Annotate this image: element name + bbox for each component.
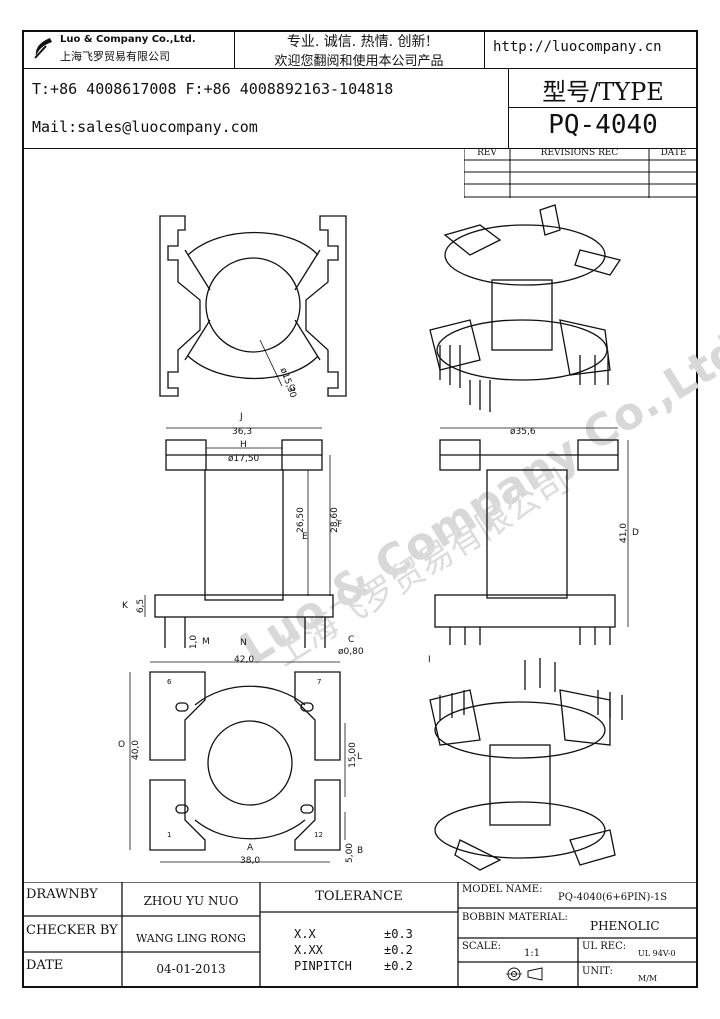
dim-h-2650: 26,50 <box>295 507 306 533</box>
dim-h-65: 6,5 <box>136 598 147 614</box>
front-view <box>144 427 334 648</box>
date-label: DATE <box>26 958 64 973</box>
dim-mark-G: G <box>289 384 296 394</box>
dim-w-420: 42,0 <box>234 655 255 665</box>
divider <box>22 148 698 149</box>
tol2-val: ±0.2 <box>384 943 413 957</box>
bobbin-label: BOBBIN MATERIAL: <box>462 912 568 923</box>
rev-col-header: REV <box>477 148 497 158</box>
revisions-grid <box>463 148 698 198</box>
projection-symbol-icon <box>506 966 546 986</box>
ul-label: UL REC: <box>582 941 627 952</box>
tol1-val: ±0.3 <box>384 927 413 941</box>
dim-h-400: 40,0 <box>131 739 142 761</box>
tol2-key: X.XX <box>294 943 323 957</box>
date-value: 04-01-2013 <box>156 962 226 976</box>
dim-mark-M: M <box>202 637 210 647</box>
type-value: PQ-4040 <box>548 110 658 140</box>
bobbin-value: PHENOLIC <box>590 919 660 933</box>
header: Luo & Company Co.,Ltd. 上海飞罗贸易有限公司 专业. 诚信… <box>22 30 698 150</box>
company-name-cn: 上海飞罗贸易有限公司 <box>60 50 170 63</box>
model-value: PQ-4040(6+6PIN)-1S <box>558 892 668 903</box>
dim-w-380: 38,0 <box>240 856 261 866</box>
bottom-view <box>129 661 346 863</box>
pin-label-12: 12 <box>314 831 323 839</box>
divider <box>234 30 235 68</box>
tol3-key: PINPITCH <box>294 959 352 973</box>
dim-mark-F: F <box>337 520 343 530</box>
revisions-table: REV REVISIONS REC DATE <box>463 148 698 198</box>
top-view <box>159 215 347 397</box>
drawing-frame <box>22 30 698 988</box>
technical-drawings <box>129 204 629 871</box>
drawnby-value: ZHOU YU NUO <box>143 894 239 908</box>
title-block-grid <box>22 882 698 988</box>
dim-mark-E: E <box>302 532 308 542</box>
mail-address[interactable]: Mail:sales@luocompany.com <box>32 118 258 136</box>
dim-pin-10: 1,0 <box>189 634 200 650</box>
iso-view-top <box>429 204 622 412</box>
phone-fax: T:+86 4008617008 F:+86 4008892163-104818 <box>32 80 394 98</box>
tol1-key: X.X <box>294 927 316 941</box>
unit-label: UNIT: <box>582 966 613 977</box>
dim-mark-L: L <box>357 752 363 762</box>
model-label: MODEL NAME: <box>462 884 543 895</box>
divider <box>508 68 509 148</box>
divider <box>484 30 485 68</box>
slogan: 专业. 诚信. 热情. 创新! <box>286 34 432 50</box>
rec-col-header: REVISIONS REC <box>540 148 619 158</box>
dim-mark-C: C <box>348 635 355 645</box>
dim-width-363: 36,3 <box>232 427 253 437</box>
drawnby-label: DRAWNBY <box>26 887 98 902</box>
dim-mark-K: K <box>122 601 128 611</box>
dim-mark-H: H <box>240 440 247 450</box>
tol3-val: ±0.2 <box>384 959 413 973</box>
dim-mark-N: N <box>240 638 247 648</box>
dim-dia-1750: ø17,50 <box>228 454 260 464</box>
dim-mark-D: D <box>632 528 639 538</box>
logo-swoosh-icon <box>34 38 52 59</box>
iso-view-bottom <box>429 658 623 871</box>
ul-value: UL 94V-0 <box>638 949 676 958</box>
divider <box>508 107 698 108</box>
dim-mark-A: A <box>247 843 254 853</box>
type-label: 型号/TYPE <box>542 78 664 106</box>
website-link[interactable]: http://luocompany.cn <box>493 39 662 55</box>
dim-h-410: 41,0 <box>619 522 630 544</box>
date-col-header: DATE <box>660 148 687 158</box>
side-view <box>434 427 629 645</box>
dim-mark-O: O <box>118 740 126 750</box>
scale-label: SCALE: <box>462 941 502 952</box>
title-block: DRAWNBY ZHOU YU NUO CHECKER BY WANG LING… <box>22 882 698 988</box>
company-logo <box>32 36 54 60</box>
pin-label-6: 6 <box>167 678 172 686</box>
dim-mark-I: I <box>428 655 431 665</box>
dim-h-500: 5,00 <box>345 842 356 864</box>
dim-pin-dia: ø0,80 <box>338 647 364 657</box>
pin-label-7: 7 <box>317 678 322 686</box>
scale-value: 1:1 <box>524 948 541 959</box>
dim-mark-B: B <box>357 846 364 856</box>
tolerance-label: TOLERANCE <box>315 889 403 904</box>
checker-value: WANG LING RONG <box>136 932 246 945</box>
dim-mark-J: J <box>240 412 243 422</box>
dim-dia-356: ø35,6 <box>510 427 536 437</box>
divider <box>22 68 698 69</box>
checker-label: CHECKER BY <box>26 923 118 938</box>
unit-value: M/M <box>638 974 658 983</box>
company-name-en: Luo & Company Co.,Ltd. <box>60 34 196 45</box>
welcome-text: 欢迎您翻阅和使用本公司产品 <box>274 54 444 69</box>
pin-label-1: 1 <box>167 831 172 839</box>
